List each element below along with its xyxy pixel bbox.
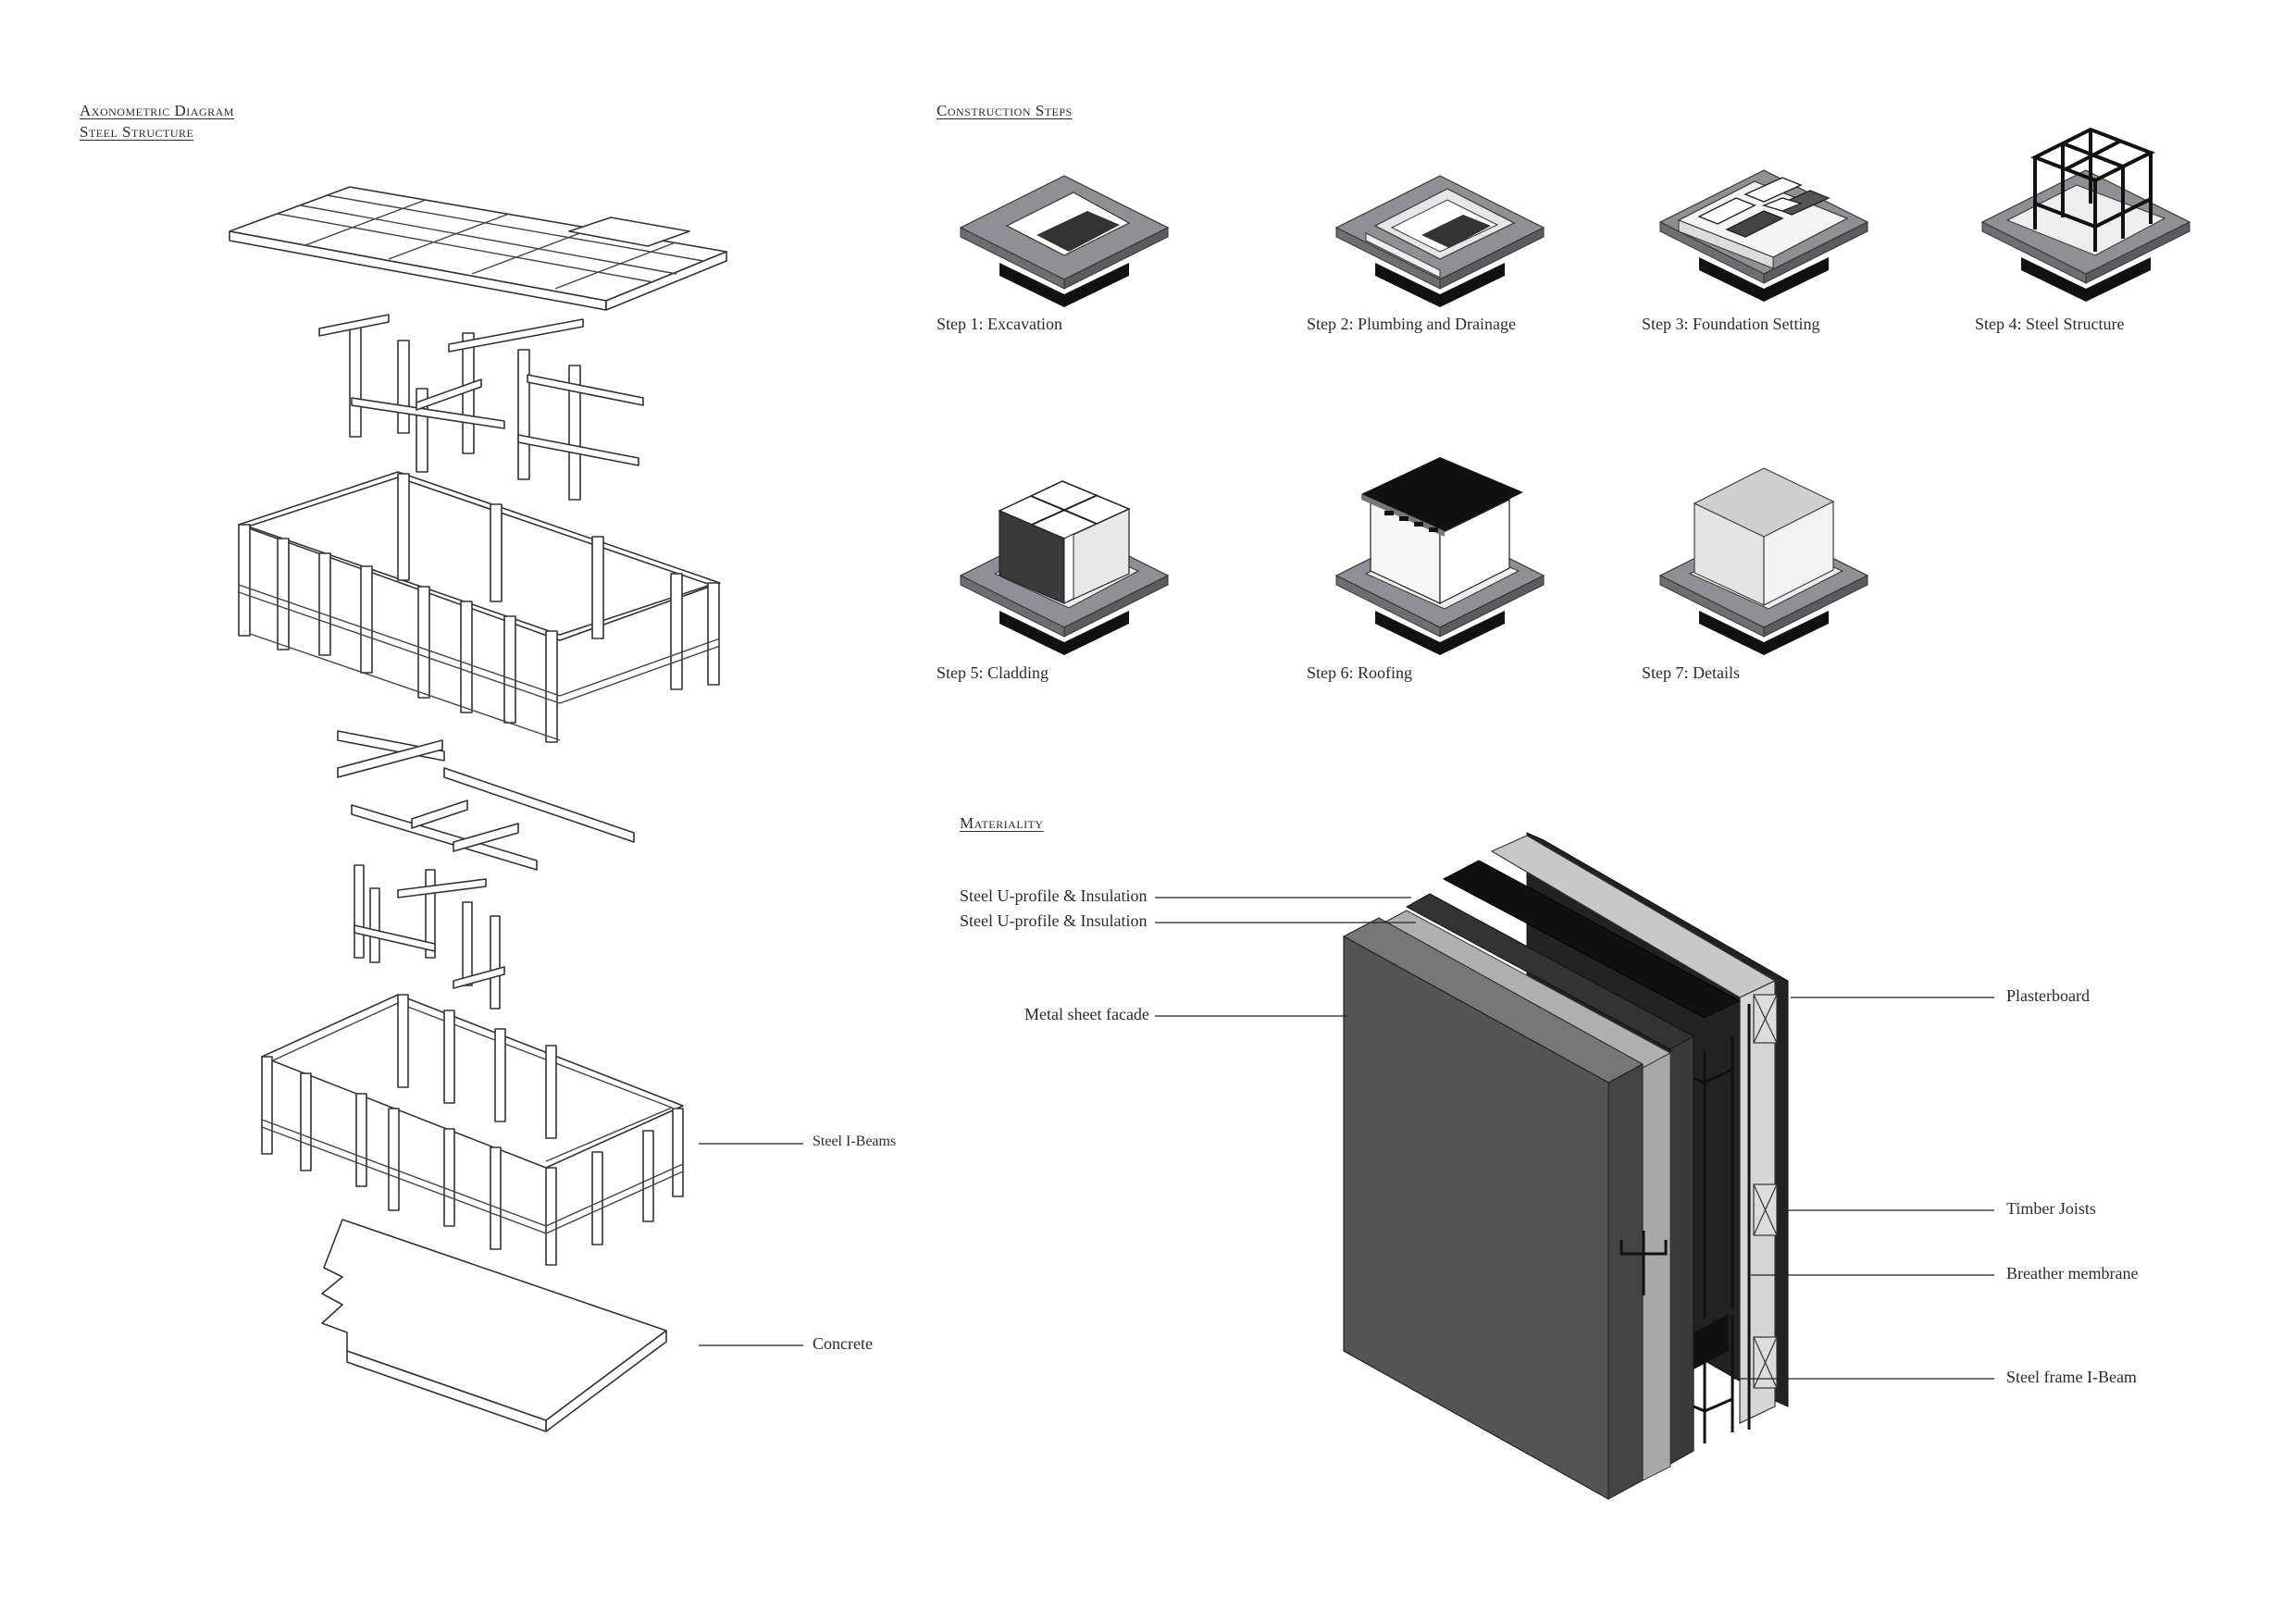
materiality-label-u-profile-2: Steel U-profile & Insulation xyxy=(960,911,1148,930)
step-2-label: Step 2: Plumbing and Drainage xyxy=(1307,315,1516,333)
concrete-slab xyxy=(321,1219,667,1432)
step-3-label: Step 3: Foundation Setting xyxy=(1642,315,1820,333)
step-1-label: Step 1: Excavation xyxy=(937,315,1062,333)
step-3-foundation-illustration xyxy=(1659,169,1868,303)
step-7-label: Step 7: Details xyxy=(1642,663,1740,682)
materiality-wall-section xyxy=(1342,832,1789,1501)
step-6-roofing-illustration xyxy=(1335,457,1545,656)
step-5-label: Step 5: Cladding xyxy=(937,663,1049,682)
materiality-title: Materiality xyxy=(960,814,1044,832)
timber-joist-boxes xyxy=(1753,994,1778,1389)
materiality-leaders xyxy=(1155,897,1994,1380)
lower-wall-frame xyxy=(261,994,684,1266)
small-column-cluster xyxy=(354,864,505,1010)
materiality-label-metal-facade: Metal sheet facade xyxy=(1024,1005,1149,1023)
axonometric-steel-structure xyxy=(229,186,803,1432)
materiality-label-plasterboard: Plasterboard xyxy=(2006,986,2090,1005)
materiality-label-steel-ibeam: Steel frame I-Beam xyxy=(2006,1368,2137,1386)
step-4-steel-structure-illustration xyxy=(1981,127,2191,303)
roof-beam-frame xyxy=(229,186,727,311)
steel-i-beam-frame xyxy=(1693,1036,1734,1443)
materiality-label-u-profile-1: Steel U-profile & Insulation xyxy=(960,886,1148,905)
steel-ibeams-label: Steel I-Beams xyxy=(813,1134,897,1149)
step-5-cladding-illustration xyxy=(960,480,1169,656)
concrete-label: Concrete xyxy=(813,1334,873,1353)
axonometric-title: Axonometric Diagram xyxy=(80,102,234,119)
step-6-label: Step 6: Roofing xyxy=(1307,663,1413,682)
upper-column-cluster xyxy=(318,314,644,501)
step-7-details-illustration xyxy=(1659,467,1868,656)
construction-steps-title: Construction Steps xyxy=(937,102,1073,119)
step-2-plumbing-illustration xyxy=(1335,175,1545,308)
steel-structure-subtitle: Steel Structure xyxy=(80,123,194,141)
materiality-label-breather-membrane: Breather membrane xyxy=(2006,1264,2139,1282)
step-4-label: Step 4: Steel Structure xyxy=(1975,315,2125,333)
mid-wall-frame xyxy=(238,471,721,743)
materiality-label-timber-joists: Timber Joists xyxy=(2006,1199,2096,1218)
step-1-excavation-illustration xyxy=(960,175,1169,308)
loose-beams xyxy=(337,730,635,871)
